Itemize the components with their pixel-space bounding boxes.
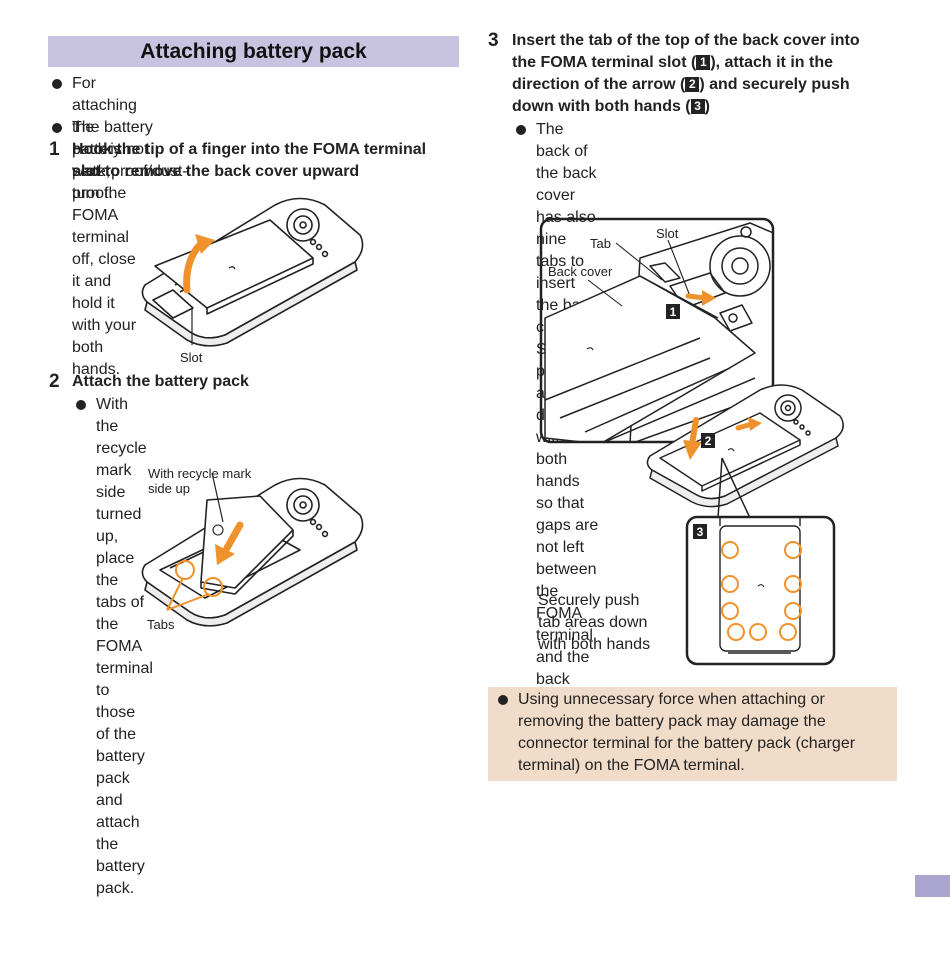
- step-line: Hook the tip of a finger into the FOMA t…: [72, 141, 427, 158]
- figure-push-back-cover: 2: [646, 384, 844, 519]
- step-line: direction of the arrow (2) and securely …: [512, 76, 850, 93]
- bullet-dot: [498, 695, 508, 705]
- page-side-tab: [915, 875, 950, 897]
- figure-2-recycle-label: With recycle mark side up: [148, 466, 251, 496]
- step-3-number: 3: [488, 30, 499, 51]
- arrow-icon: [689, 417, 699, 447]
- push-line: with both hands: [538, 636, 651, 653]
- step-line: Insert the tab of the top of the back co…: [512, 32, 860, 49]
- section-title-bar: Attaching battery pack: [48, 36, 459, 67]
- warning-line: Using unnecessary force when attaching o…: [518, 691, 825, 708]
- warning-line: removing the battery pack may damage the: [518, 713, 826, 730]
- warning-line: terminal) on the FOMA terminal.: [518, 757, 745, 774]
- figure-1-slot-label: Slot: [180, 350, 203, 365]
- arrow-head-icon: [748, 417, 762, 431]
- bullet-dot: [52, 79, 62, 89]
- bullet-dot: [76, 400, 86, 410]
- bullet-line: terminal off, close it and hold it with …: [72, 229, 137, 378]
- push-line: tab areas down: [538, 614, 648, 631]
- step-3-text: Insert the tab of the top of the back co…: [512, 30, 860, 118]
- bullet-dot: [52, 123, 62, 133]
- marker-3-icon: 3: [690, 99, 705, 114]
- figure-marker-3-text: 3: [697, 525, 704, 539]
- marker-2-icon: 2: [685, 77, 700, 92]
- step-2-title: Attach the battery pack: [72, 373, 249, 390]
- arrow-head-icon: [195, 234, 215, 254]
- marker-3-icon: [693, 524, 707, 539]
- tab-area-highlights: [721, 541, 802, 641]
- push-instruction: Securely push tab areas down with both h…: [538, 590, 650, 656]
- figure-remove-back-cover: [141, 197, 364, 347]
- bullet-line: pack and attach the battery pack.: [96, 770, 145, 897]
- bullet-line: The battery pack is not waterproof/dust-…: [72, 119, 188, 202]
- step-line: slot to remove the back cover upward: [72, 163, 360, 180]
- warning-box: Using unnecessary force when attaching o…: [488, 687, 897, 781]
- figure-3-back-cover-label: Back cover: [548, 264, 613, 279]
- figure-3-slot-label: Slot: [656, 226, 679, 241]
- section-title: Attaching battery pack: [140, 40, 367, 63]
- step-line: down with both hands (3): [512, 98, 710, 115]
- push-line: Securely push: [538, 592, 640, 609]
- tab-highlight-icon: [203, 577, 223, 597]
- bullet-line: tabs of the FOMA terminal to those of th…: [96, 594, 153, 765]
- bullet-line: The back of the back cover has also nine…: [536, 121, 597, 270]
- figure-attach-battery: [141, 472, 364, 627]
- bullet-line: For attaching the battery pack, turn the…: [72, 75, 137, 224]
- figure-insert-back-cover-zoom: 1: [539, 217, 775, 444]
- arrow-icon: [223, 521, 244, 552]
- arrow-head-icon: [215, 544, 235, 565]
- figure-tab-areas: 3: [685, 515, 836, 666]
- step-1-number: 1: [49, 139, 60, 160]
- arrow-head-icon: [683, 440, 702, 460]
- step-line: the FOMA terminal slot (1), attach it in…: [512, 54, 833, 71]
- marker-2-icon: [701, 433, 715, 448]
- tab-highlight-icon: [175, 560, 195, 580]
- arrow-head-icon: [702, 290, 716, 306]
- warning-line: connector terminal for the battery pack …: [518, 735, 856, 752]
- figure-2-tabs-label: Tabs: [147, 617, 175, 632]
- marker-1-icon: [666, 304, 680, 319]
- figure-3-tab-label: Tab: [590, 236, 611, 251]
- bullet-line: With the recycle mark side turned up, pl…: [96, 396, 147, 589]
- step-2-number: 2: [49, 371, 60, 392]
- figure-marker-1-text: 1: [670, 305, 677, 319]
- marker-1-icon: 1: [696, 55, 711, 70]
- label-line: side up: [148, 481, 190, 496]
- label-line: With recycle mark: [148, 466, 252, 481]
- bullet-dot: [516, 125, 526, 135]
- figure-marker-2-text: 2: [705, 434, 712, 448]
- step-1-text: Hook the tip of a finger into the FOMA t…: [72, 139, 426, 183]
